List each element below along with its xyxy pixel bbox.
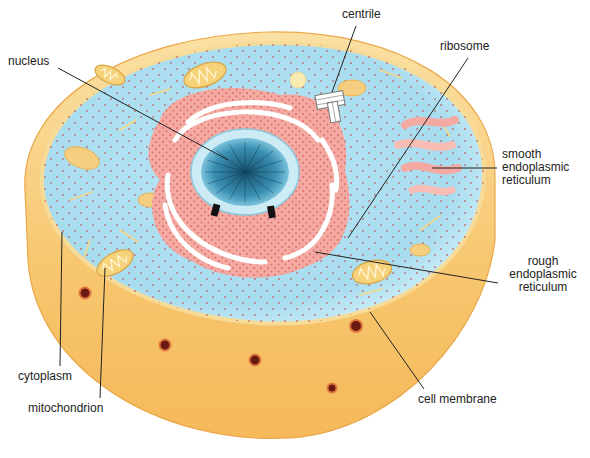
- label-holder: ribosome: [440, 40, 520, 53]
- part-label: smooth endoplasmic reticulum: [502, 148, 582, 187]
- nucleus-body: [201, 138, 289, 206]
- nuclear-pores: [211, 203, 276, 218]
- rough-er-dots: [148, 88, 349, 278]
- er-folds: [165, 103, 337, 268]
- part-label: cytoplasm: [18, 370, 98, 383]
- part-label: mitochondrion: [28, 402, 128, 415]
- label-holder: smooth endoplasmic reticulum: [502, 148, 582, 187]
- cell-body: [25, 32, 495, 439]
- part-label: cell membrane: [418, 393, 528, 406]
- part-label: rough endoplasmic reticulum: [502, 255, 584, 294]
- label-holder: centrile: [342, 8, 412, 21]
- smooth-er: [398, 120, 458, 192]
- centriole: [315, 91, 345, 123]
- rough-er: [148, 88, 349, 278]
- label-holder: nucleus: [8, 55, 78, 68]
- label-holder: rough endoplasmic reticulum: [502, 255, 584, 294]
- label-holder: mitochondrion: [28, 402, 128, 415]
- part-label: centrile: [342, 8, 412, 21]
- cytoskeleton: [70, 70, 450, 295]
- part-label: nucleus: [8, 55, 78, 68]
- part-label: ribosome: [440, 40, 520, 53]
- nuclear-envelope: [191, 129, 299, 215]
- chromatin: [205, 142, 285, 202]
- label-holder: cell membrane: [418, 393, 528, 406]
- vesicle: [290, 72, 306, 88]
- ribosome-dots: [42, 43, 484, 324]
- label-holder: cytoplasm: [18, 370, 98, 383]
- cytoplasm-surface: [42, 43, 484, 324]
- leader-lines: [58, 26, 498, 398]
- mitochondria: [92, 57, 394, 288]
